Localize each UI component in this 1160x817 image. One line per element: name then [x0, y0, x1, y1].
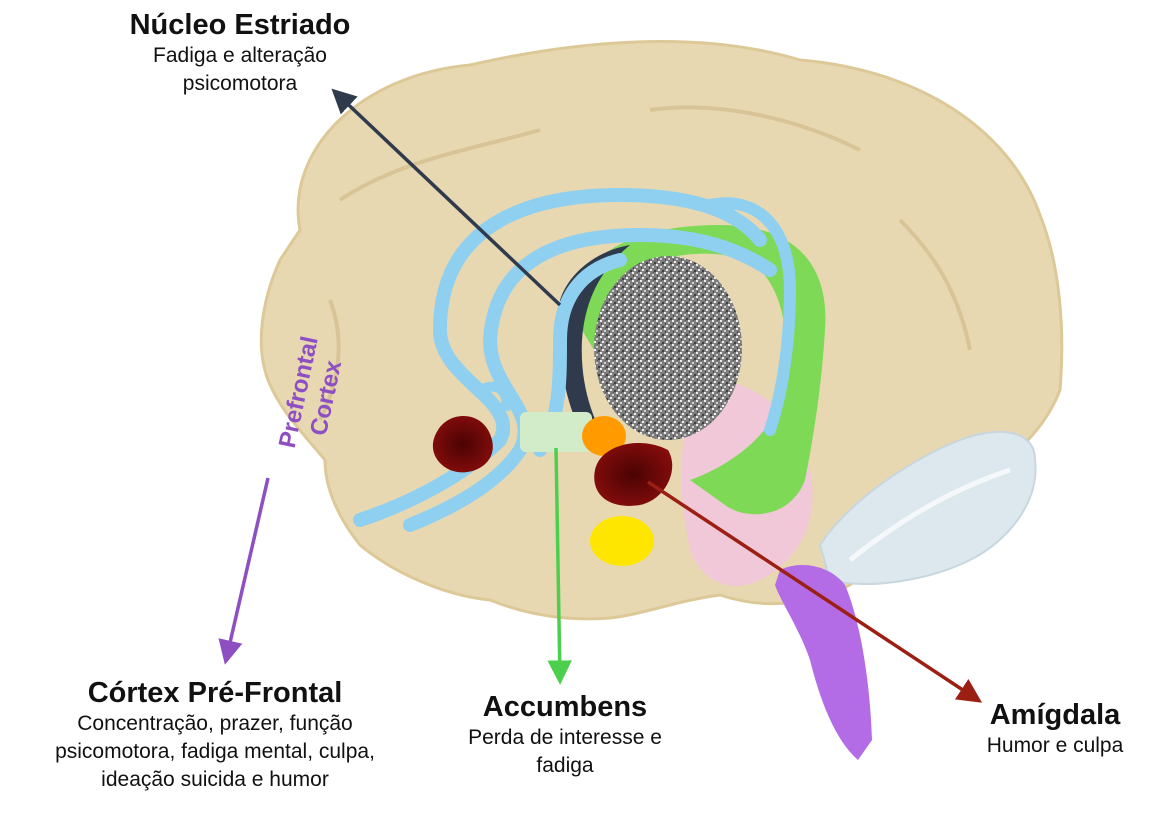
prefrontal-title: Córtex Pré-Frontal — [0, 676, 430, 710]
amygdala-title: Amígdala — [950, 698, 1160, 732]
accumbens-title: Accumbens — [420, 690, 710, 724]
prefrontal-arrow — [226, 478, 268, 660]
accumbens-label: Accumbens Perda de interesse e fadiga — [420, 690, 710, 780]
striatum-label: Núcleo Estriado Fadiga e alteração psico… — [90, 8, 390, 98]
accumbens-desc-line2: fadiga — [420, 752, 710, 780]
yellow-nucleus — [590, 516, 654, 566]
amygdala-label: Amígdala Humor e culpa — [950, 698, 1160, 760]
prefrontal-desc-line1: Concentração, prazer, função — [0, 710, 430, 738]
accumbens-region — [520, 412, 592, 452]
brainstem-shape — [775, 565, 872, 760]
striatum-title: Núcleo Estriado — [90, 8, 390, 42]
amygdala-desc-line1: Humor e culpa — [950, 732, 1160, 760]
prefrontal-label: Córtex Pré-Frontal Concentração, prazer,… — [0, 676, 430, 794]
prefrontal-cortex-rotated-label: Prefrontal Cortex — [252, 310, 372, 480]
prefrontal-desc-line3: ideação suicida e humor — [0, 766, 430, 794]
striatum-desc-line1: Fadiga e alteração — [90, 42, 390, 70]
accumbens-desc-line1: Perda de interesse e — [420, 724, 710, 752]
prefrontal-desc-line2: psicomotora, fadiga mental, culpa, — [0, 738, 430, 766]
striatum-desc-line2: psicomotora — [90, 70, 390, 98]
thalamus-shape — [594, 256, 742, 440]
